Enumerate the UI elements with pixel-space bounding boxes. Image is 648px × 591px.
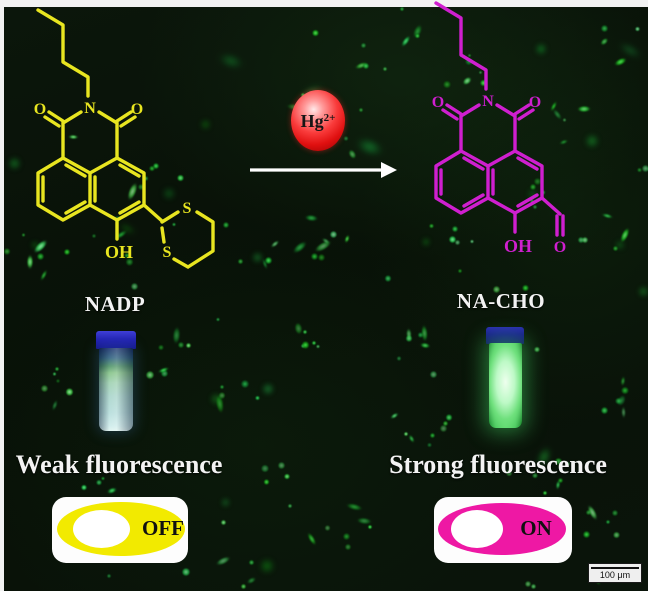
atom-o-cho-label: O: [554, 239, 566, 256]
fluorescence-on-indicator: ON: [434, 497, 572, 563]
vial-cap: [486, 327, 524, 344]
on-knob: [451, 510, 503, 548]
scale-bar-label: 100 μm: [599, 570, 631, 580]
aromatic-inner-bonds: [439, 156, 539, 208]
carbonyl-double-bonds: [441, 103, 535, 121]
nadp-molecule-structure: N O O OH S S: [34, 8, 215, 269]
imide-bonds: [61, 110, 119, 160]
atom-o-right-label: O: [131, 101, 143, 118]
fluorescence-off-indicator: OFF: [52, 497, 188, 563]
dithiane-ring: [142, 203, 215, 269]
atom-o-left-label: O: [34, 101, 46, 118]
cell-field: [4, 7, 648, 591]
carbonyl-double-bonds: [43, 110, 137, 128]
atom-o-left-label: O: [432, 94, 444, 111]
strong-fluorescence-vial: [486, 327, 524, 429]
on-label: ON: [520, 516, 552, 540]
imide-bonds: [459, 103, 517, 153]
weak-fluorescence-vial: [96, 331, 136, 433]
vial-liquid: [489, 343, 522, 428]
atom-n-label: N: [482, 93, 494, 110]
atom-oh-label: OH: [504, 236, 532, 256]
nacho-label: NA-CHO: [456, 289, 546, 313]
butyl-chain: [434, 1, 488, 91]
off-label: OFF: [142, 516, 184, 540]
aldehyde-bonds: [540, 196, 565, 237]
strong-fluorescence-caption: Strong fluorescence: [389, 450, 607, 479]
atom-n-label: N: [84, 100, 96, 117]
vial-cap: [96, 331, 136, 349]
reaction-arrow-icon: [250, 162, 397, 178]
atom-o-right-label: O: [529, 94, 541, 111]
mercury-ion-charge: 2+: [323, 111, 336, 124]
atom-s-top-label: S: [183, 200, 192, 217]
mercury-ion-label: Hg2+: [300, 110, 336, 131]
naphthalene-rings: [36, 156, 146, 222]
nadp-label: NADP: [84, 292, 146, 316]
butyl-chain: [36, 8, 90, 98]
nacho-molecule-structure: N O O OH O: [432, 1, 566, 256]
weak-fluorescence-caption: Weak fluorescence: [15, 450, 223, 479]
vial-liquid: [99, 348, 133, 431]
atom-oh-label: OH: [105, 242, 133, 262]
atom-s-bottom-label: S: [163, 244, 172, 261]
off-knob: [73, 510, 130, 548]
scale-bar: 100 μm: [588, 563, 642, 583]
aromatic-inner-bonds: [41, 163, 141, 215]
naphthalene-rings: [434, 149, 544, 215]
scale-bar-line: [591, 567, 639, 569]
mercury-ion-sphere: Hg2+: [291, 90, 345, 151]
